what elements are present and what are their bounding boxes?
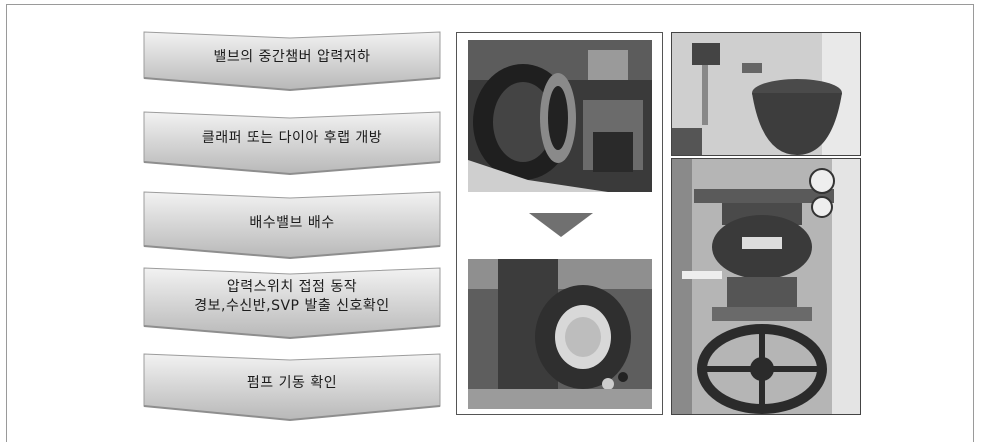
down-arrow-icon: [529, 213, 593, 237]
step-arrow-shape: [143, 31, 441, 92]
step-1: 밸브의 중간챔버 압력저하: [140, 24, 444, 94]
step-1-label: 밸브의 중간챔버 압력저하: [213, 49, 371, 65]
step-2: 클래퍼 또는 다이아 후랩 개방: [140, 104, 444, 178]
clapper-photo-panel: [456, 32, 663, 415]
step-4-label-line-2: 경보,수신반,SVP 발출 신호확인: [194, 298, 390, 314]
step-4-label-line-1: 압력스위치 접점 동작: [226, 279, 358, 295]
step-5-label: 펌프 기동 확인: [246, 375, 338, 391]
clapper-open-photo: [468, 40, 652, 192]
step-4: 압력스위치 접점 동작 경보,수신반,SVP 발출 신호확인: [140, 260, 444, 342]
step-arrow-shape: [143, 267, 441, 340]
step-3-label: 배수밸브 배수: [249, 215, 335, 231]
step-arrow-shape: [143, 353, 441, 422]
alarm-valve-assembly-photo: [671, 158, 861, 415]
step-arrow-shape: [143, 191, 441, 260]
valve-disc-photo: [468, 259, 652, 409]
step-arrow-shape: [143, 111, 441, 176]
step-2-label: 클래퍼 또는 다이아 후랩 개방: [201, 130, 383, 146]
step-5: 펌프 기동 확인: [140, 346, 444, 424]
process-steps: 밸브의 중간챔버 압력저하 클래퍼 또는 다이아 후랩 개방 배수밸브 배수 압…: [140, 24, 444, 424]
valve-top-photo: [671, 32, 861, 156]
step-3: 배수밸브 배수: [140, 184, 444, 262]
